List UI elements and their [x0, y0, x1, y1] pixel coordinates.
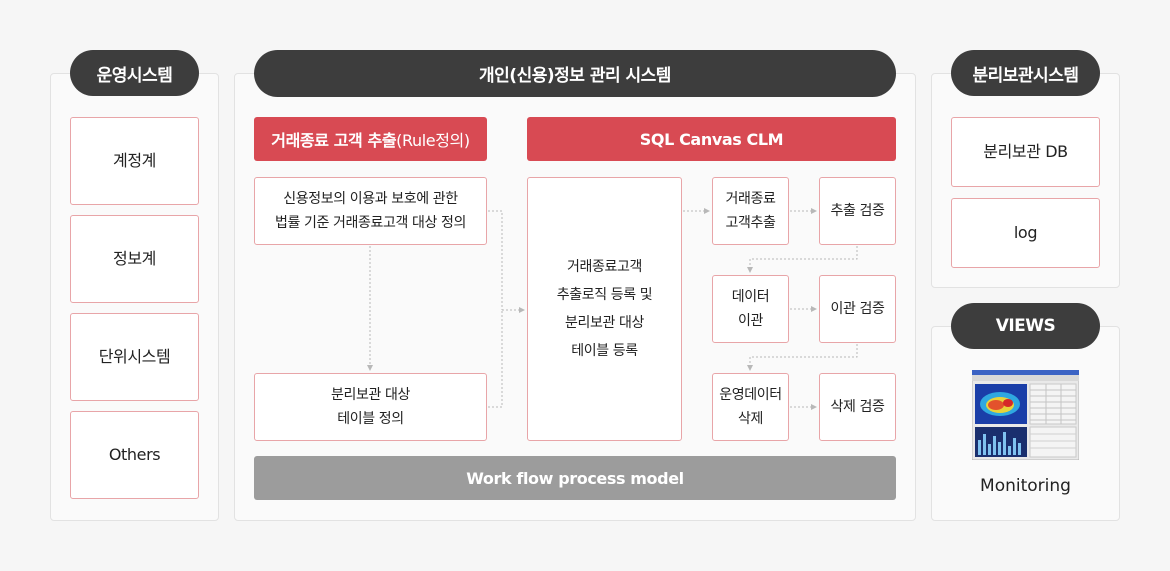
step-delete-verify: 삭제 검증	[819, 373, 896, 441]
clm-header: SQL Canvas CLM	[527, 117, 896, 161]
system-item-account: 계정계	[70, 117, 199, 205]
workflow-process-bar: Work flow process model	[254, 456, 896, 500]
views-title: VIEWS	[951, 303, 1100, 349]
system-item-others: Others	[70, 411, 199, 499]
definition-box: 신용정보의 이용과 보호에 관한 법률 기준 거래종료고객 대상 정의	[254, 177, 487, 245]
system-item-info: 정보계	[70, 215, 199, 303]
table-definition-box: 분리보관 대상 테이블 정의	[254, 373, 487, 441]
credit-info-system-title: 개인(신용)정보 관리 시스템	[254, 50, 896, 97]
step-migrate: 데이터 이관	[712, 275, 789, 343]
system-item-unit: 단위시스템	[70, 313, 199, 401]
monitoring-screenshot	[972, 370, 1079, 460]
logic-registration-box: 거래종료고객 추출로직 등록 및 분리보관 대상 테이블 등록	[527, 177, 682, 441]
extract-rule-header-bold: 거래종료 고객 추출	[271, 131, 397, 150]
step-delete: 운영데이터 삭제	[712, 373, 789, 441]
extract-rule-header: 거래종료 고객 추출(Rule정의)	[254, 117, 487, 161]
clm-header-text: SQL Canvas CLM	[639, 129, 784, 149]
separate-storage-db: 분리보관 DB	[951, 117, 1100, 187]
extract-rule-header-light: (Rule정의)	[396, 131, 470, 150]
separate-storage-log: log	[951, 198, 1100, 268]
step-extract: 거래종료 고객추출	[712, 177, 789, 245]
operating-system-title: 운영시스템	[70, 50, 199, 96]
step-extract-verify: 추출 검증	[819, 177, 896, 245]
monitoring-label: Monitoring	[980, 476, 1071, 496]
separate-storage-title: 분리보관시스템	[951, 50, 1100, 96]
step-migrate-verify: 이관 검증	[819, 275, 896, 343]
